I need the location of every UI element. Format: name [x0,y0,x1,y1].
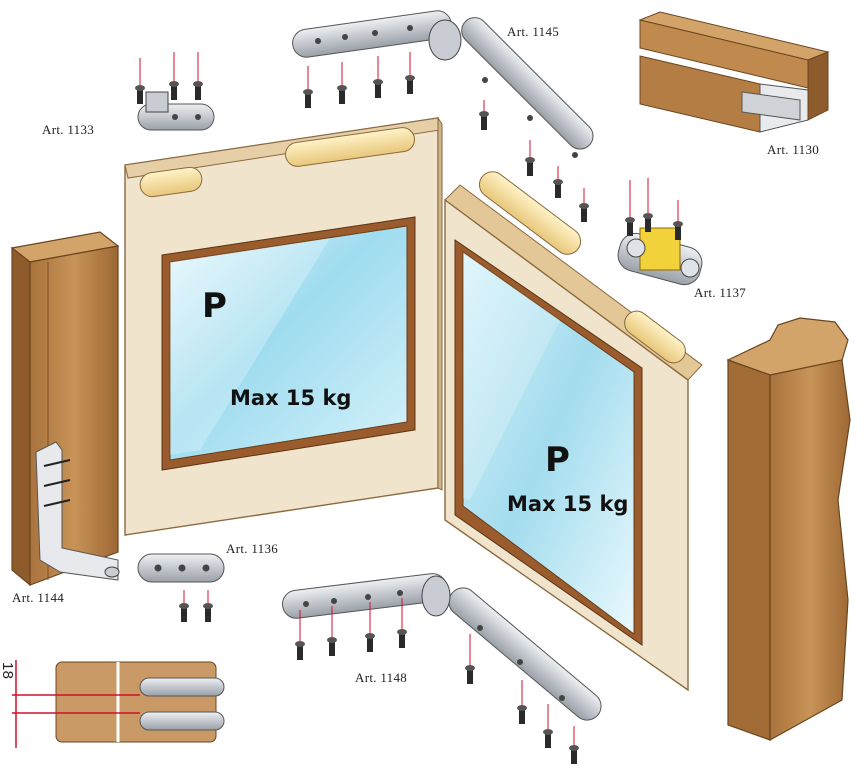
screw-icon [645,216,651,232]
screw-head-icon [625,217,635,223]
label-art-1133: Art. 1133 [42,122,95,137]
hinge-1148 [282,573,602,721]
screw-icon [329,640,335,656]
screw-head-icon [365,633,375,639]
roller-1137 [617,227,703,286]
screw-head-icon [135,85,145,91]
screw-head-icon [479,111,489,117]
label-art-1145: Art. 1145 [507,24,560,39]
left-panel-load: Max 15 kg [230,386,352,410]
right-panel-letter: P [545,440,570,480]
left-wall-post [10,231,120,587]
label-art-1137: Art. 1137 [694,285,747,300]
screw-head-icon [179,603,189,609]
screw-head-icon [465,665,475,671]
screw-head-icon [543,729,553,735]
screw-icon [519,708,525,724]
screw-icon [339,88,345,104]
screw-head-icon [579,203,589,209]
screw-icon [195,84,201,100]
screw-icon [305,92,311,108]
screw-head-icon [405,75,415,81]
screw-head-icon [303,89,313,95]
screw-head-icon [643,213,653,219]
screw-head-icon [203,603,213,609]
screw-head-icon [517,705,527,711]
screw-head-icon [373,79,383,85]
screw-head-icon [337,85,347,91]
screw-icon [545,732,551,748]
label-art-1148: Art. 1148 [355,670,408,685]
left-panel-letter: P [202,286,227,326]
screw-icon [555,182,561,198]
screw-icon [407,78,413,94]
screw-head-icon [525,157,535,163]
screw-icon [375,82,381,98]
left-door-panel [124,116,443,536]
screw-head-icon [397,629,407,635]
plate-1133 [137,91,215,131]
hinge-1145 [292,10,594,158]
screw-head-icon [569,745,579,751]
screw-icon [675,224,681,240]
right-wall-post [726,317,851,742]
screw-icon [137,88,143,104]
screws-group [135,52,683,764]
rail-1130 [638,11,830,133]
screw-icon [181,606,187,622]
screw-icon [481,114,487,130]
screw-icon [205,606,211,622]
screw-icon [467,668,473,684]
screw-head-icon [327,637,337,643]
plate-1136 [137,553,225,583]
right-panel-load: Max 15 kg [507,492,629,516]
screw-icon [527,160,533,176]
screw-icon [171,84,177,100]
bracket-1144 [35,441,120,581]
screw-icon [399,632,405,648]
dimension-18: 18 [0,662,16,680]
screw-icon [367,636,373,652]
screw-icon [627,220,633,236]
bracket-screws [43,459,71,507]
screw-icon [571,748,577,764]
cross-section-detail [12,660,225,748]
screw-head-icon [553,179,563,185]
screw-head-icon [673,221,683,227]
screw-head-icon [169,81,179,87]
label-art-1136: Art. 1136 [226,541,279,556]
screw-head-icon [295,641,305,647]
label-art-1130: Art. 1130 [767,142,820,157]
label-art-1144: Art. 1144 [12,590,65,605]
right-door-panel [444,171,703,692]
screw-icon [581,206,587,222]
screw-icon [297,644,303,660]
screw-head-icon [193,81,203,87]
